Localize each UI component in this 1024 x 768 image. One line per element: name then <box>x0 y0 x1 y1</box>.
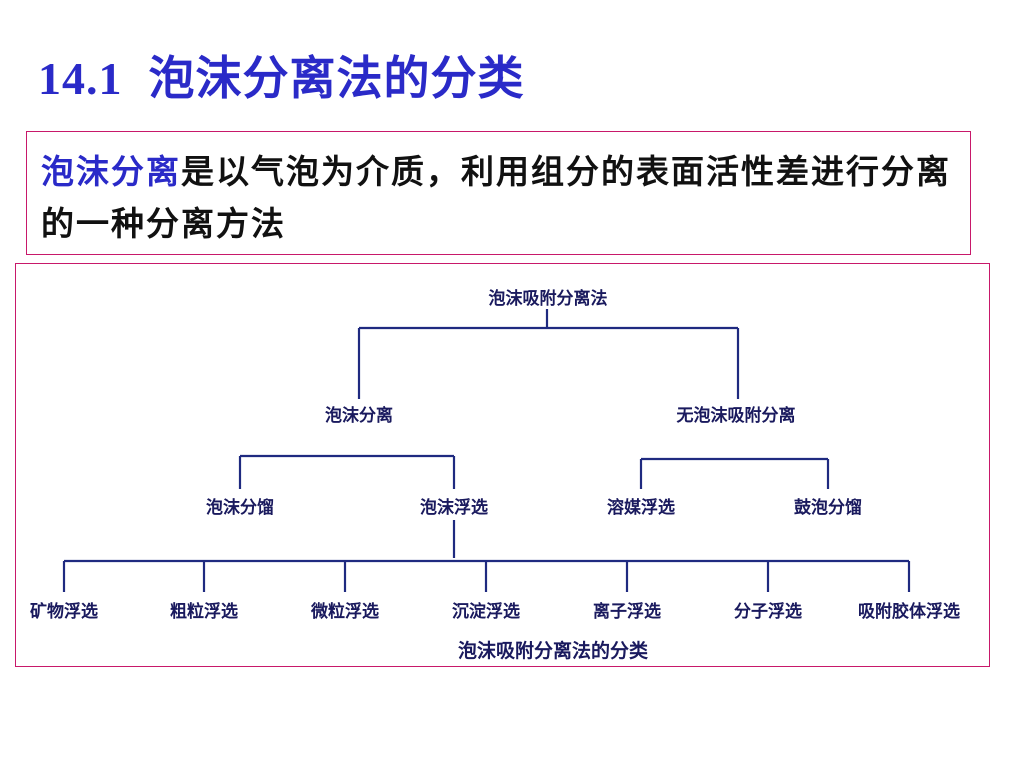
node-l3-coarse-flotation: 粗粒浮选 <box>168 597 240 622</box>
node-root: 泡沫吸附分离法 <box>486 284 610 309</box>
node-l2-bubble-fractionation: 鼓泡分馏 <box>792 493 864 518</box>
node-l3-molecular-flotation: 分子浮选 <box>732 597 804 622</box>
section-number: 14.1 <box>38 53 123 104</box>
slide-title: 14.1 泡沫分离法的分类 <box>38 42 525 108</box>
node-l2-solvent-sublation: 溶媒浮选 <box>605 493 677 518</box>
diagram-caption: 泡沫吸附分离法的分类 <box>457 640 649 662</box>
section-title: 泡沫分离法的分类 <box>148 51 525 105</box>
node-l2-foam-fractionation: 泡沫分馏 <box>204 493 276 518</box>
node-l3-ore-flotation: 矿物浮选 <box>28 597 100 622</box>
node-l3-ion-flotation: 离子浮选 <box>591 597 663 622</box>
definition-text: 是以气泡为介质，利用组分的表面活性差进行分离的一种分离方法 <box>41 152 951 243</box>
node-l2-foam-flotation: 泡沫浮选 <box>418 493 490 518</box>
tree-connectors <box>62 306 911 592</box>
node-l3-fine-flotation: 微粒浮选 <box>309 597 381 622</box>
node-l1-foam-separation: 泡沫分离 <box>323 401 395 426</box>
node-l1-non-foam: 无泡沫吸附分离 <box>674 401 798 426</box>
definition-box: 泡沫分离是以气泡为介质，利用组分的表面活性差进行分离的一种分离方法 <box>26 131 971 255</box>
classification-diagram: 泡沫吸附分离法 泡沫分离 无泡沫吸附分离 泡沫分馏 泡沫浮选 溶媒浮选 鼓泡分馏… <box>15 263 990 667</box>
definition-term: 泡沫分离 <box>41 152 181 191</box>
node-l3-precipitate-flotation: 沉淀浮选 <box>450 597 522 622</box>
node-l3-adsorbing-colloid-flotation: 吸附胶体浮选 <box>856 597 962 622</box>
